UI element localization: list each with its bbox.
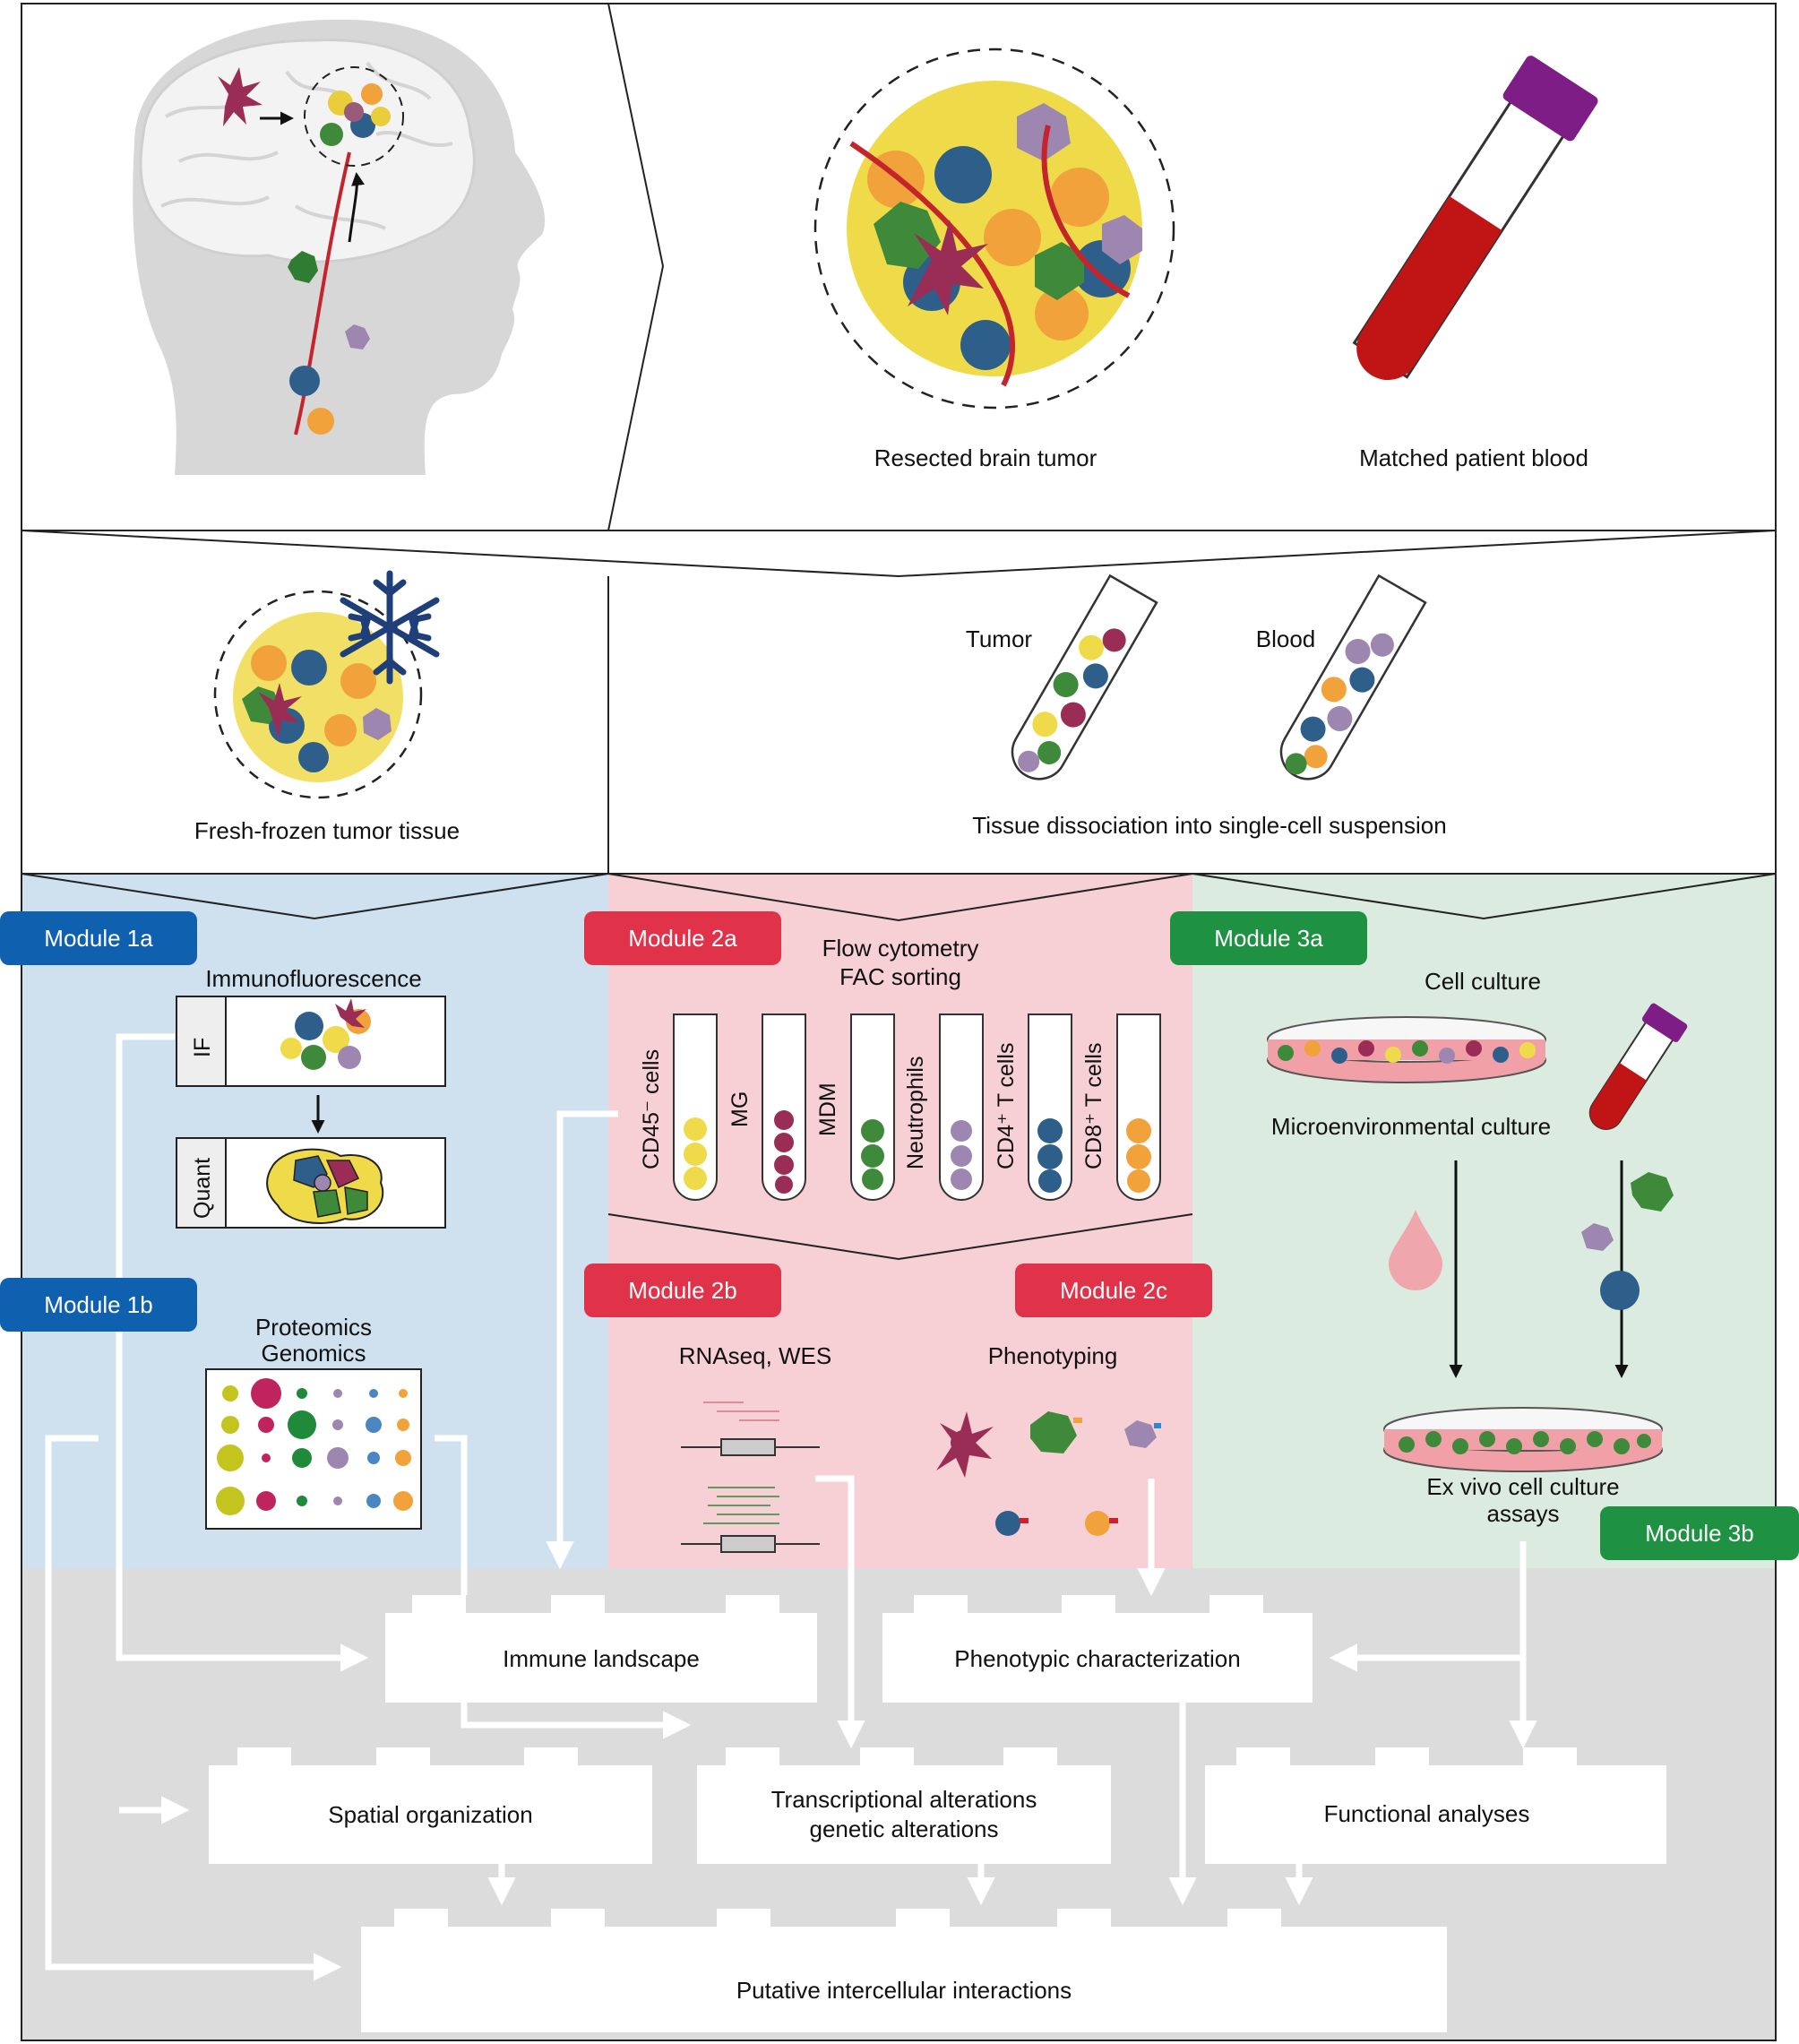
tube-label-mg: MG (727, 1091, 753, 1127)
phenotyping-label: Phenotyping (987, 1342, 1118, 1369)
sequencing-reads-illustration (681, 1401, 820, 1553)
immune-landscape-node: Immune landscape (503, 1645, 700, 1672)
frozen-tumor-illustration (213, 570, 440, 799)
if-slide-tag: IF (190, 1037, 215, 1057)
tube-label-cd45: CD45⁻ cells (639, 1048, 664, 1169)
culture-lymphocyte-cell (1600, 1271, 1640, 1310)
phenotyping-cells-illustration (936, 1411, 1161, 1536)
tumor-tube-label: Tumor (965, 625, 1033, 652)
module-2c-badge: Module 2c (1015, 1263, 1212, 1317)
module-1b-badge: Module 1b (0, 1278, 197, 1332)
exvivo-assays-label-2: assays (1486, 1500, 1560, 1527)
module-2b-badge: Module 2b (584, 1263, 781, 1317)
culture-granulocyte-cell (1581, 1223, 1614, 1251)
genomics-label: Genomics (261, 1340, 366, 1367)
module-1a-badge: Module 1a (0, 911, 197, 965)
functional-analyses-node: Functional analyses (1323, 1800, 1530, 1827)
phenotypic-characterization-node: Phenotypic characterization (954, 1645, 1241, 1672)
module2-background (608, 874, 1192, 1568)
culture-myeloid-cell (1631, 1172, 1674, 1212)
omics-dot-matrix (205, 1368, 422, 1530)
tube-label-cd4: CD4⁺ T cells (994, 1042, 1019, 1169)
spatial-organization-node: Spatial organization (328, 1801, 533, 1828)
microenvironmental-culture-label: Microenvironmental culture (1270, 1113, 1552, 1140)
tumor-tube-illustration (1011, 574, 1158, 781)
flow-cytometry-label: Flow cytometry (822, 935, 979, 962)
culture-arrows (1449, 1160, 1629, 1378)
tube-label-mdm: MDM (815, 1082, 840, 1136)
fac-sorting-label: FAC sorting (839, 963, 961, 990)
exvivo-dish-illustration (1383, 1407, 1663, 1472)
blood-tube-illustration (1352, 56, 1598, 381)
quant-slide-illustration (176, 1137, 446, 1229)
transcriptional-alterations-node: Transcriptional alterations (770, 1786, 1037, 1813)
cell-culture-title: Cell culture (1424, 968, 1542, 995)
head-illustration (133, 19, 546, 475)
output-node-shapes (209, 1595, 1666, 2032)
resected-tumor-illustration (813, 47, 1175, 410)
proteomics-label: Proteomics (254, 1314, 373, 1341)
quant-slide-tag: Quant (190, 1157, 215, 1219)
genetic-alterations-node: genetic alterations (809, 1815, 999, 1842)
resected-tumor-label: Resected brain tumor (874, 444, 1097, 471)
microenvironmental-dish-illustration (1267, 1016, 1546, 1083)
panel-frame (21, 3, 1777, 2041)
sorted-cells (684, 1110, 1151, 1194)
module-3b-badge: Module 3b (1600, 1506, 1799, 1560)
module-2a-badge: Module 2a (584, 911, 781, 965)
plasma-drop-icon (1389, 1210, 1442, 1290)
patient-blood-label: Matched patient blood (1359, 444, 1588, 471)
dissociation-label: Tissue dissociation into single-cell sus… (972, 812, 1447, 839)
intercellular-interactions-node: Putative intercellular interactions (736, 1977, 1072, 2004)
blood-tube-label: Blood (1255, 625, 1316, 652)
tube-label-cd8: CD8⁺ T cells (1081, 1042, 1106, 1169)
tube-label-neutrophils: Neutrophils (903, 1056, 928, 1169)
if-slide-illustration (176, 996, 446, 1087)
culture-blood-tube-illustration (1588, 1003, 1688, 1130)
frozen-tissue-label: Fresh-frozen tumor tissue (194, 817, 461, 844)
flow-arrows (45, 1033, 1537, 1981)
exvivo-assays-label-1: Ex vivo cell culture (1426, 1473, 1620, 1500)
blood-sample-tube-illustration (1279, 574, 1427, 781)
snowflake-icon (340, 570, 440, 685)
rnaseq-wes-label: RNAseq, WES (678, 1342, 832, 1369)
module-3a-badge: Module 3a (1170, 911, 1367, 965)
immunofluorescence-title: Immunofluorescence (205, 965, 422, 992)
